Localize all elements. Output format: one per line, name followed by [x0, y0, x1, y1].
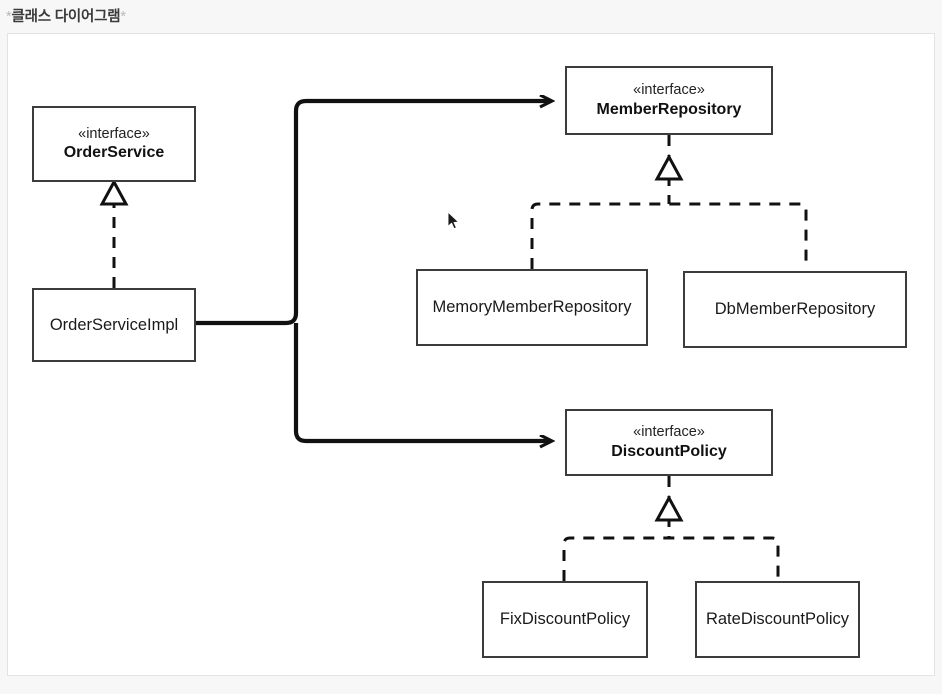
class-name-order-service: OrderService [63, 144, 165, 162]
class-box-discount-policy[interactable]: «interface» DiscountPolicy [565, 409, 773, 476]
stereotype-label-member-repository: «interface» [633, 82, 705, 99]
class-name-memory-member-repository: MemoryMemberRepository [432, 298, 632, 317]
title-asterisk-right: * [120, 9, 126, 25]
edge-member-repository-realizations [530, 135, 808, 269]
edge-impl-uses-member-repository [196, 101, 551, 326]
class-box-member-repository[interactable]: «interface» MemberRepository [565, 66, 773, 135]
class-name-order-service-impl: OrderServiceImpl [49, 315, 179, 334]
class-name-db-member-repository: DbMemberRepository [714, 300, 876, 319]
class-name-fix-discount-policy: FixDiscountPolicy [499, 610, 631, 629]
stereotype-label-order-service: «interface» [78, 125, 150, 142]
page-title: *클래스 다이어그램* [6, 5, 126, 26]
class-box-rate-discount-policy[interactable]: RateDiscountPolicy [695, 581, 860, 658]
edge-discount-policy-realizations [562, 476, 780, 581]
header-bar: *클래스 다이어그램* [0, 0, 942, 33]
stereotype-label-discount-policy: «interface» [633, 424, 705, 441]
class-box-order-service-impl[interactable]: OrderServiceImpl [32, 288, 196, 362]
diagram-connectors [99, 34, 808, 581]
title-text: 클래스 다이어그램 [11, 9, 121, 25]
edge-impl-uses-discount-policy [293, 323, 551, 441]
diagram-panel: «interface» OrderService OrderServiceImp… [7, 33, 935, 676]
class-box-fix-discount-policy[interactable]: FixDiscountPolicy [482, 581, 648, 658]
class-name-rate-discount-policy: RateDiscountPolicy [705, 610, 850, 629]
class-box-db-member-repository[interactable]: DbMemberRepository [683, 271, 907, 348]
edge-impl-realizes-order-service [99, 178, 129, 288]
class-box-memory-member-repository[interactable]: MemoryMemberRepository [416, 269, 648, 346]
class-name-discount-policy: DiscountPolicy [611, 442, 727, 460]
class-name-member-repository: MemberRepository [596, 100, 742, 118]
title-asterisk-left: * [6, 9, 12, 25]
class-box-order-service[interactable]: «interface» OrderService [32, 106, 196, 182]
